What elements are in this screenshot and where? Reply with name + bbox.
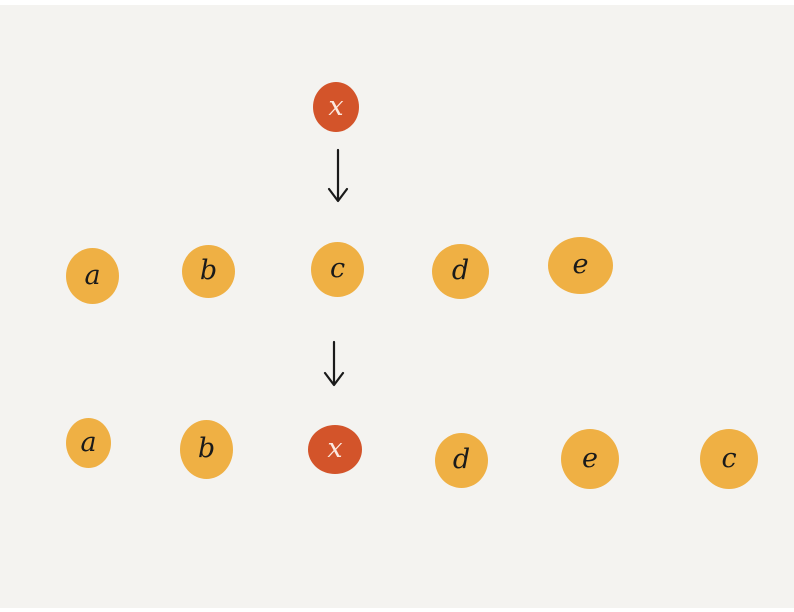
node-label: d [451, 255, 470, 286]
array-element-b: b [182, 245, 235, 298]
array-element-e: e [561, 429, 619, 489]
bottom-border [0, 608, 794, 612]
down-arrow-icon [327, 148, 349, 203]
array-element-a: a [66, 418, 111, 468]
array-element-d: d [432, 244, 489, 299]
node-label: d [452, 444, 471, 475]
node-label: x [327, 433, 343, 464]
array-element-b: b [180, 420, 233, 479]
node-label: c [721, 442, 737, 474]
node-label: b [199, 255, 218, 286]
node-label: c [329, 253, 346, 284]
node-label: e [582, 442, 598, 474]
node-label: e [572, 249, 589, 280]
node-label: a [84, 259, 101, 291]
node-label: x [328, 90, 344, 122]
array-element-c: c [311, 242, 364, 297]
array-element-e: e [548, 237, 613, 294]
node-label: b [197, 433, 216, 464]
inserted-element-x: x [308, 425, 362, 474]
down-arrow-icon [323, 340, 345, 387]
top-border [0, 0, 794, 5]
array-element-d: d [435, 433, 488, 488]
moved-element-c: c [700, 429, 758, 489]
node-label: a [80, 426, 97, 458]
array-element-a: a [66, 248, 119, 304]
insert-element-x: x [313, 82, 359, 132]
